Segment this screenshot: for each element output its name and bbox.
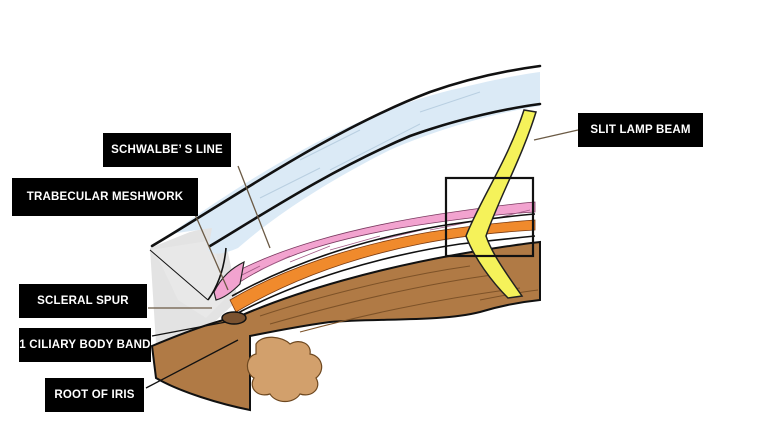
scleral-spur-mark bbox=[221, 311, 247, 325]
label-root-of-iris: ROOT OF IRIS bbox=[45, 378, 144, 412]
label-ciliary-body-band: 1 CILIARY BODY BAND bbox=[19, 328, 151, 362]
leader-iris-root bbox=[145, 339, 239, 389]
cornea-outer-line bbox=[150, 64, 542, 248]
focus-box bbox=[444, 176, 535, 258]
leader-schwalbe bbox=[237, 165, 271, 249]
ciliary-orange-band bbox=[229, 219, 536, 313]
cornea-inner-line bbox=[208, 102, 542, 248]
label-trabecular-meshwork: TRABECULAR MESHWORK bbox=[12, 178, 198, 216]
iris-root bbox=[246, 336, 323, 403]
leader-slit-lamp bbox=[533, 129, 579, 141]
label-slit-lamp-beam: SLIT LAMP BEAM bbox=[578, 113, 703, 147]
leader-ciliary-band bbox=[151, 321, 227, 337]
label-scleral-spur: SCLERAL SPUR bbox=[19, 284, 147, 318]
label-schwalbes-line: SCHWALBE’ S LINE bbox=[103, 133, 231, 167]
leader-trabecular bbox=[193, 211, 229, 291]
slit-lamp-beam bbox=[465, 109, 537, 299]
trabecular-band bbox=[221, 201, 536, 291]
